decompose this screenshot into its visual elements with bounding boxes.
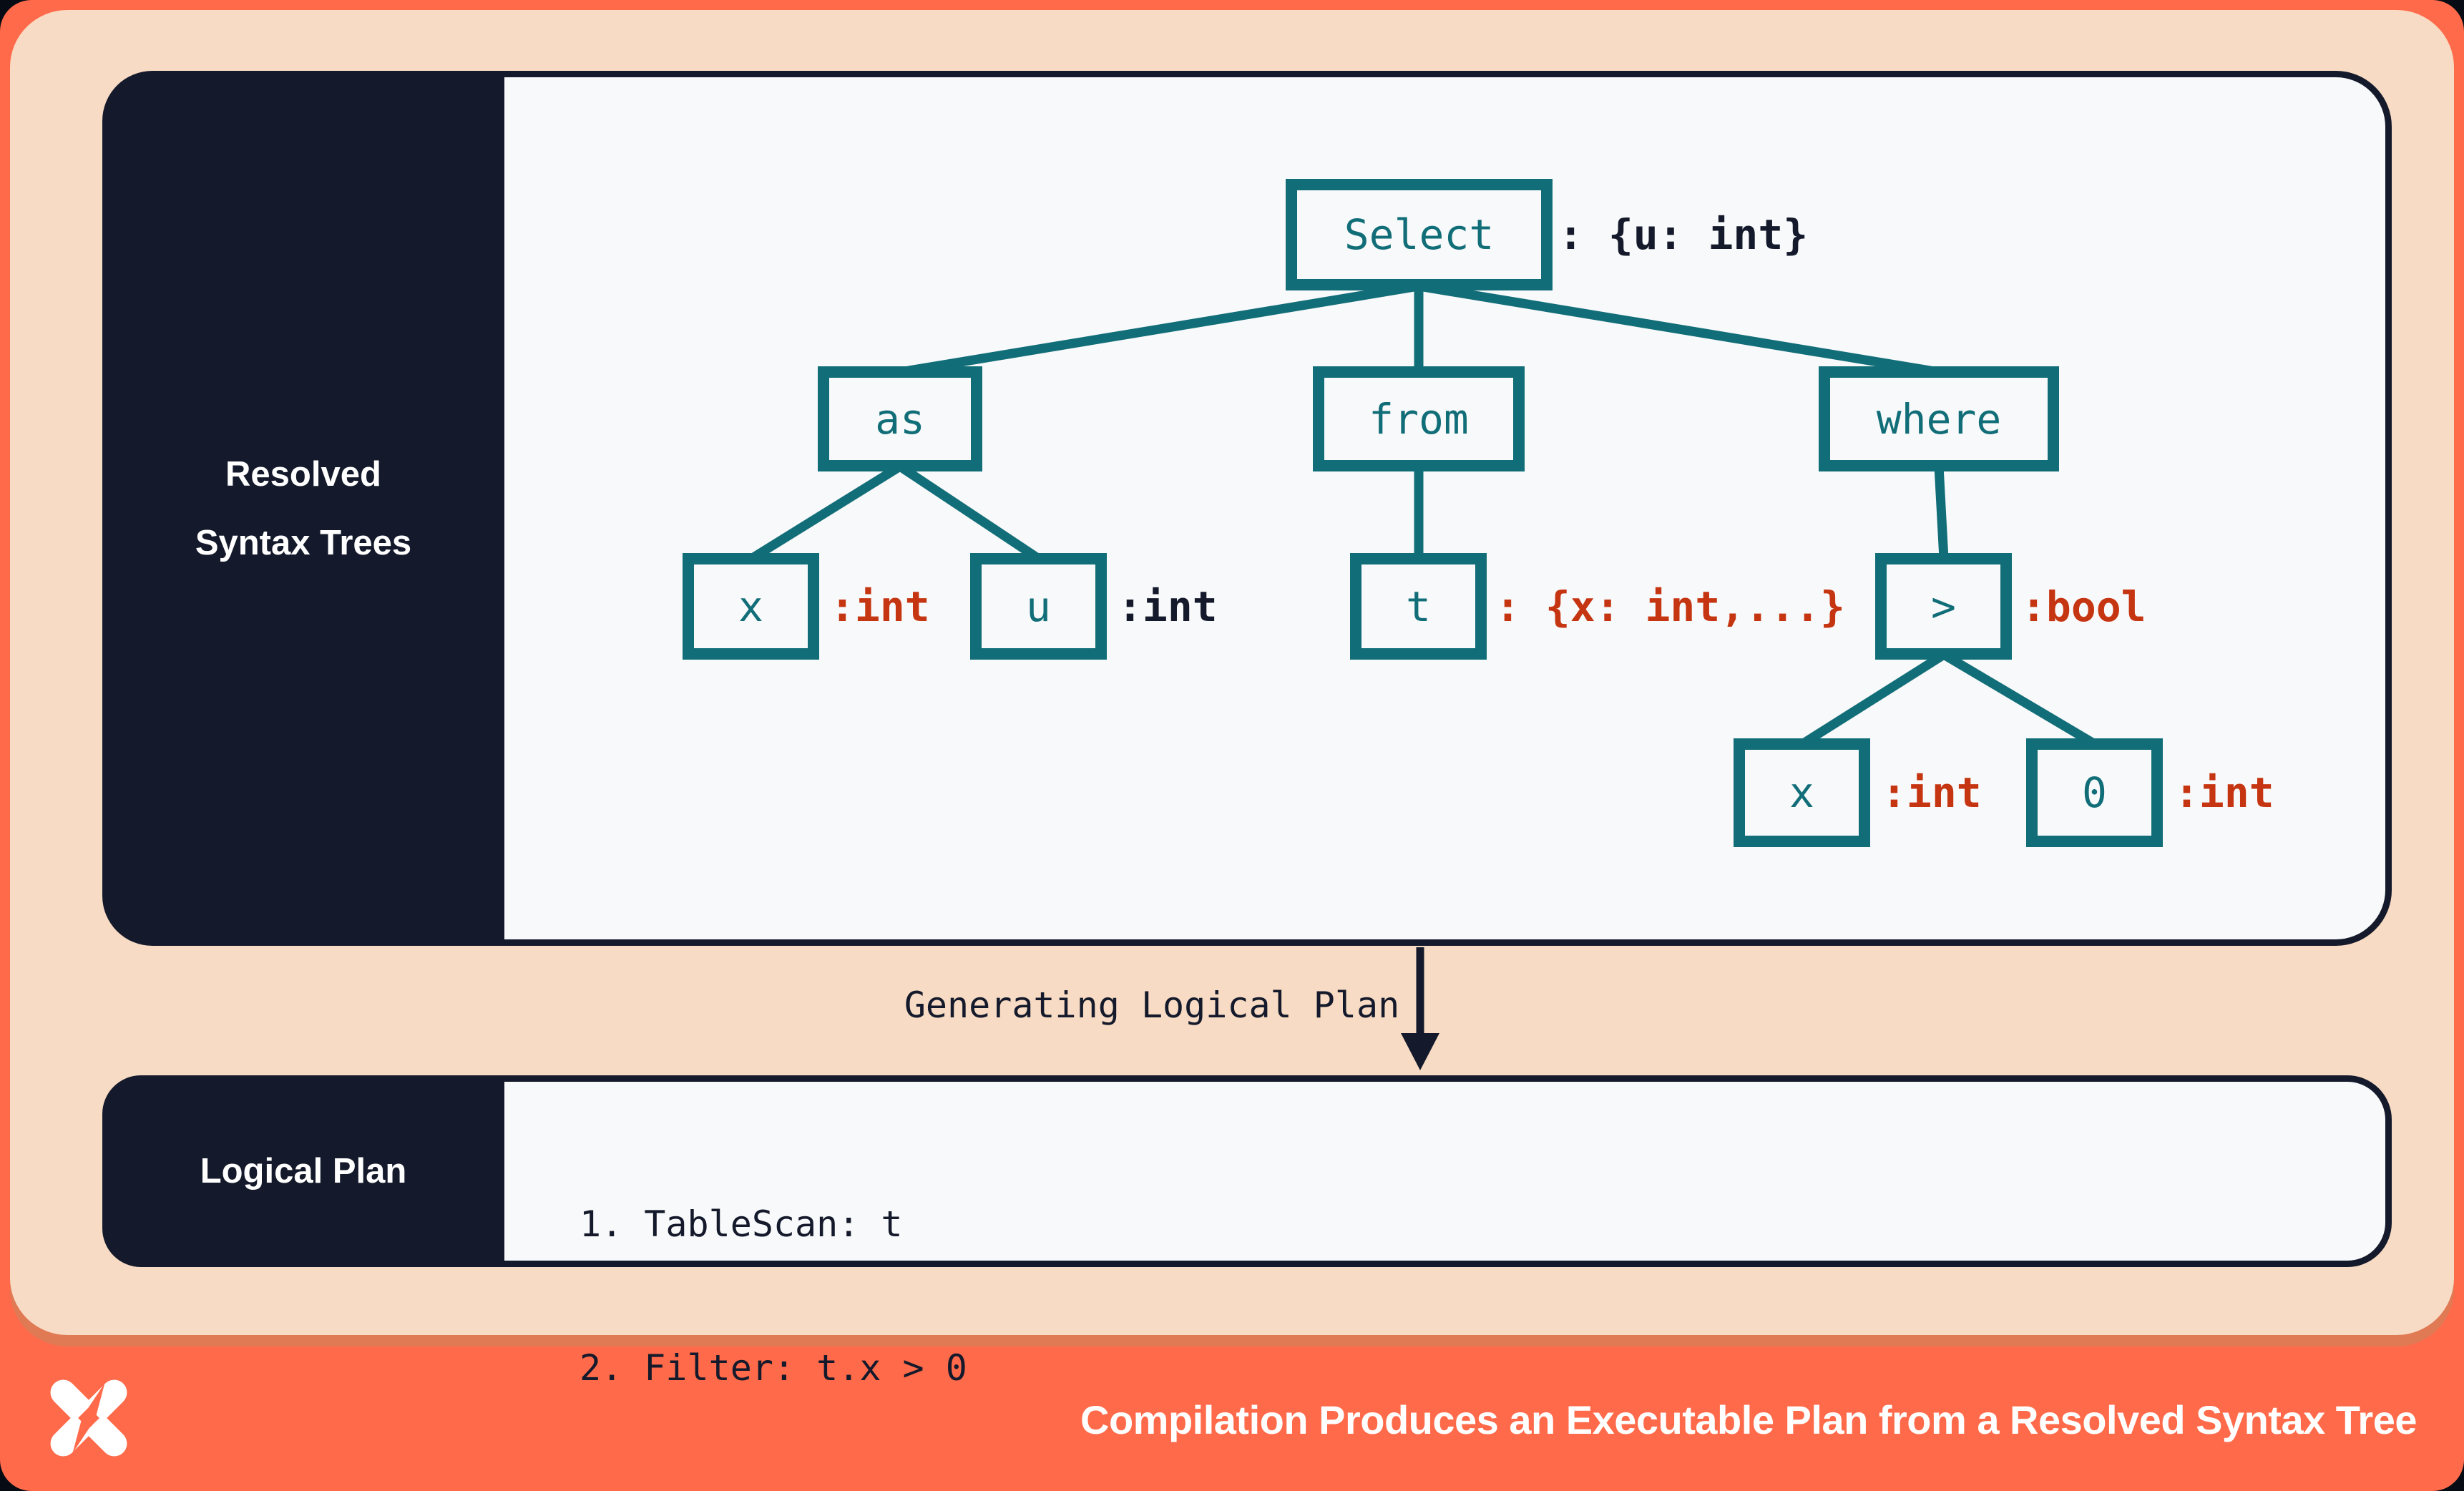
tree-node-as-label: as [875, 394, 925, 444]
tree-node-u: u [970, 553, 1107, 660]
tree-node-from: from [1313, 366, 1525, 471]
tree-node-zero-label: 0 [2082, 768, 2107, 817]
logical-plan-label: Logical Plan [200, 1152, 407, 1191]
logical-plan-step-3: 3. Projection: t.x as u [580, 1488, 1075, 1491]
tree-node-as: as [818, 366, 982, 471]
annotation-x-alias-type: :int [830, 582, 930, 631]
resolved-syntax-trees-label: Resolved Syntax Trees [195, 440, 411, 577]
tree-node-zero: 0 [2026, 738, 2163, 847]
tree-node-select-label: Select [1344, 210, 1495, 259]
annotation-select-type: : {u: int} [1558, 210, 1809, 259]
footer-title: Compilation Produces an Executable Plan … [1080, 1397, 2417, 1442]
annotation-u-type: :int [1118, 582, 1218, 631]
annotation-t-type: : {x: int,...} [1495, 582, 1845, 631]
tree-node-gt: > [1875, 553, 2012, 660]
annotation-x-operand-type: :int [1882, 768, 1982, 817]
tree-node-x-alias-label: x [738, 582, 763, 631]
x-pinwheel-logo-icon [50, 1379, 127, 1457]
tree-node-where-label: where [1876, 394, 2002, 444]
resolved-syntax-trees-sidebar: Resolved Syntax Trees [102, 71, 504, 946]
annotation-gt-type: :bool [2021, 582, 2146, 631]
tree-node-x-alias: x [683, 553, 819, 660]
generating-logical-plan-label: Generating Logical Plan [904, 984, 1400, 1026]
logical-plan-steps: 1. TableScan: t 2. Filter: t.x > 0 3. Pr… [580, 1105, 1075, 1491]
resolved-syntax-trees-label-line2: Syntax Trees [195, 523, 412, 562]
tree-node-gt-label: > [1931, 582, 1956, 631]
resolved-syntax-trees-label-line1: Resolved [225, 454, 381, 494]
logical-plan-sidebar: Logical Plan [102, 1075, 504, 1267]
tree-node-x-operand-label: x [1789, 768, 1814, 817]
tree-node-u-label: u [1026, 582, 1051, 631]
tree-node-where: where [1819, 366, 2059, 471]
tree-node-x-operand: x [1734, 738, 1870, 847]
tree-node-t-label: t [1406, 582, 1431, 631]
tree-node-t: t [1350, 553, 1487, 660]
tree-node-from-label: from [1369, 394, 1469, 444]
tree-node-select: Select [1286, 179, 1553, 290]
logical-plan-step-2: 2. Filter: t.x > 0 [580, 1347, 967, 1389]
annotation-zero-type: :int [2174, 768, 2274, 817]
logical-plan-step-1: 1. TableScan: t [580, 1203, 903, 1245]
